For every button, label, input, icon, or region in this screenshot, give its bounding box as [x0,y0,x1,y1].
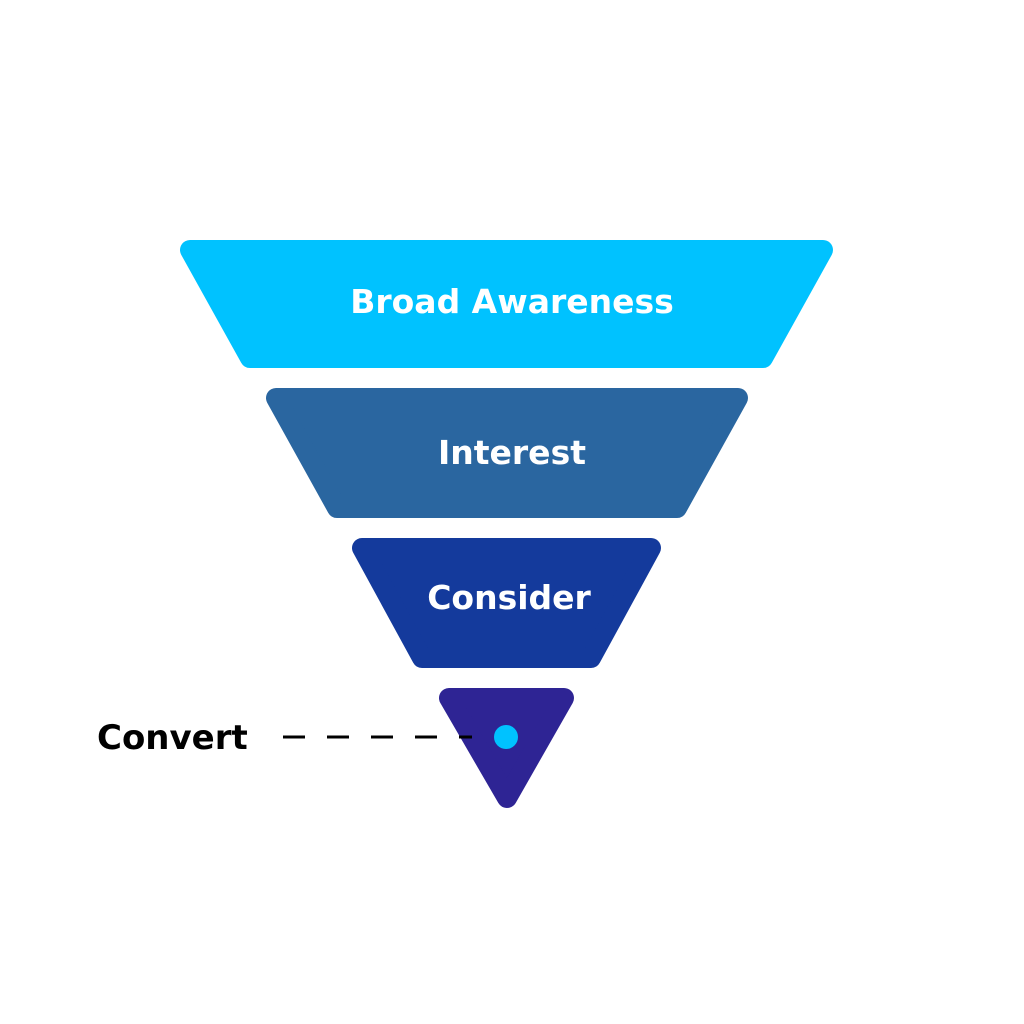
convert-marker-dot [494,725,518,749]
funnel-stage-broad-awareness [180,240,833,368]
stage-label-interest: Interest [438,433,586,472]
convert-label: Convert [97,718,248,758]
stage-label-broad-awareness: Broad Awareness [350,282,674,321]
funnel-stage-consider [352,538,661,668]
funnel-stage-interest [266,388,748,518]
stage-label-consider: Consider [427,578,591,617]
